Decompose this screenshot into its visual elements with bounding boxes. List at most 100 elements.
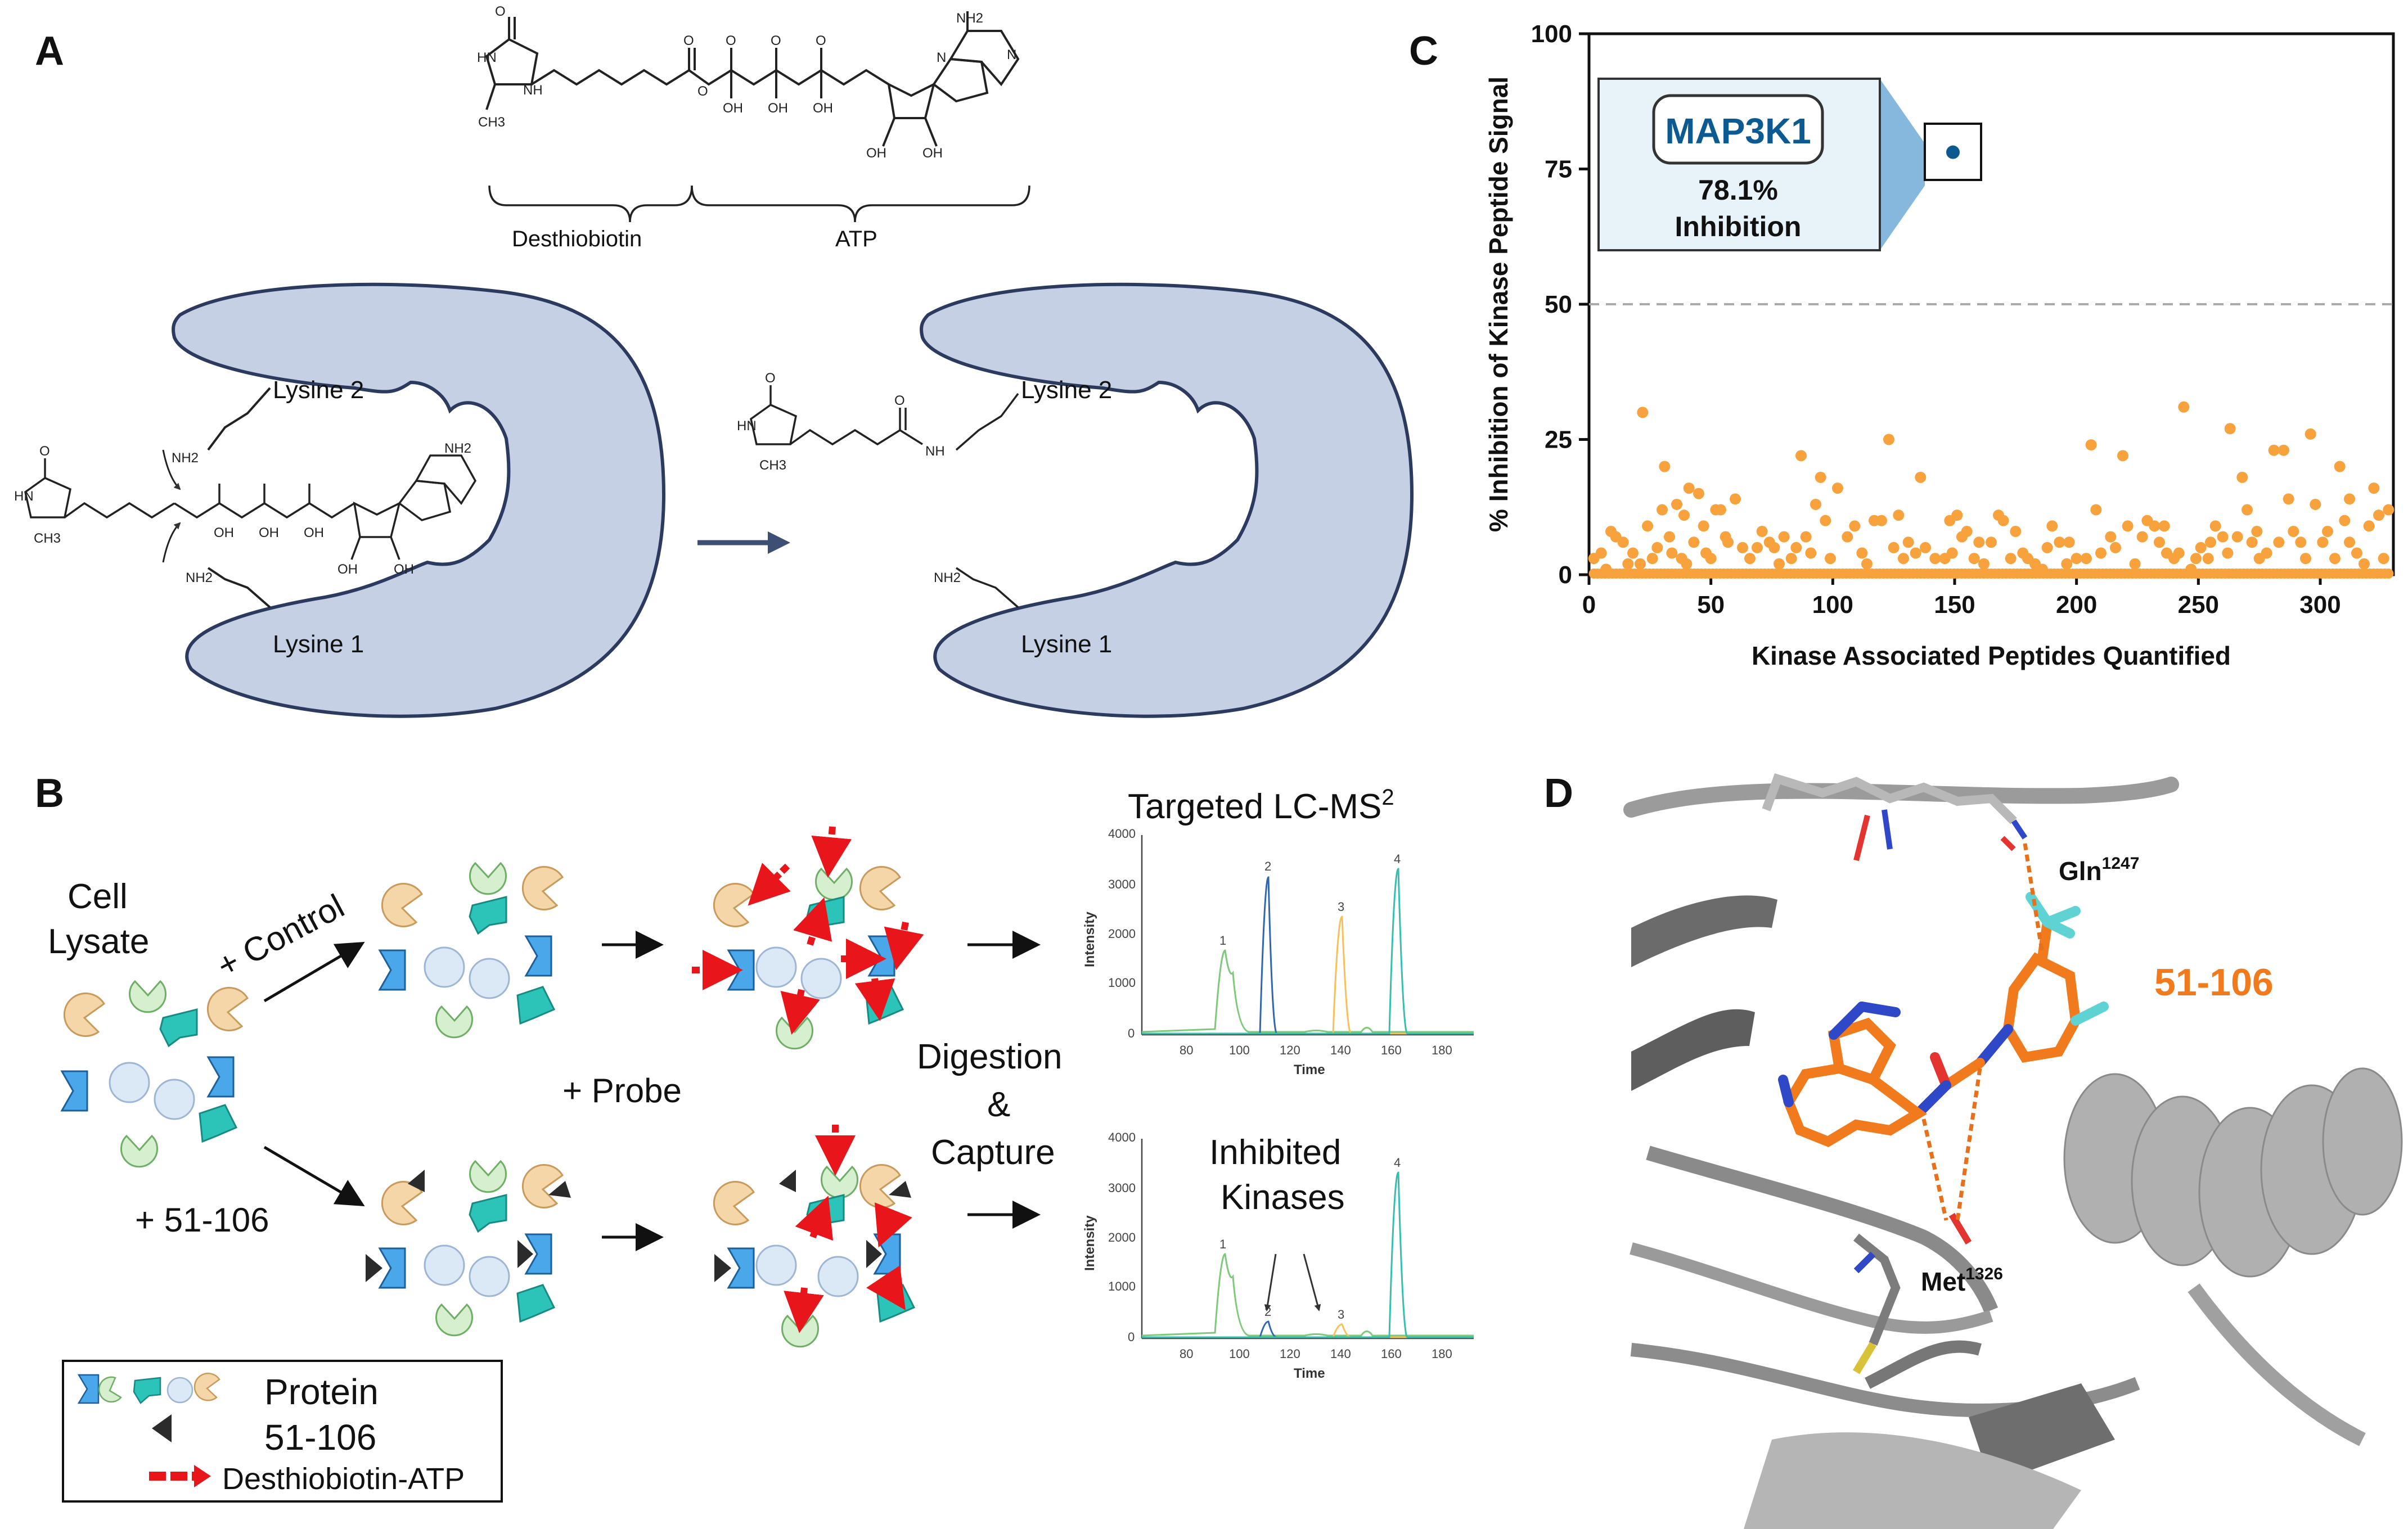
svg-text:NH2: NH2 [444, 441, 471, 456]
svg-text:OH: OH [214, 525, 234, 540]
inhibitor-cluster [366, 1160, 571, 1337]
svg-text:OH: OH [768, 101, 788, 116]
svg-text:2000: 2000 [1108, 1230, 1136, 1244]
y-tick-label: 50 [1545, 291, 1572, 318]
data-point [1978, 558, 1990, 570]
chrom-y-label-2: Intensity [1082, 1215, 1097, 1271]
kinase-protein-right [920, 282, 1414, 718]
data-point [2383, 504, 2395, 516]
data-point [1774, 558, 1785, 570]
svg-text:4000: 4000 [1108, 1130, 1136, 1144]
chrom-y-label: Intensity [1082, 912, 1097, 967]
data-point [2195, 542, 2207, 553]
svg-text:O: O [765, 371, 776, 386]
lysate-protein-cluster [60, 980, 249, 1168]
data-point [2295, 536, 2307, 548]
svg-text:N: N [1007, 47, 1016, 62]
data-point [1737, 542, 1748, 553]
data-point [2190, 553, 2202, 565]
svg-text:NH: NH [523, 83, 543, 98]
svg-text:O: O [894, 393, 905, 408]
nh2-label-1: NH2 [172, 450, 199, 466]
data-point [1790, 542, 1802, 553]
data-point [1617, 536, 1629, 548]
data-point [1778, 531, 1790, 543]
highlight-box [1924, 123, 1982, 181]
protein-structure-render [1623, 770, 2408, 1529]
svg-text:OH: OH [337, 562, 358, 577]
data-point [2231, 531, 2243, 543]
svg-text:3000: 3000 [1108, 877, 1136, 891]
data-point [2054, 536, 2065, 548]
svg-text:120: 120 [1280, 1043, 1300, 1057]
data-point [2236, 471, 2248, 483]
svg-text:3000: 3000 [1108, 1181, 1136, 1195]
data-point [2359, 558, 2370, 570]
svg-text:NH2: NH2 [956, 11, 983, 26]
panel-letter-a: A [35, 29, 64, 74]
data-point [1832, 482, 1843, 494]
data-point [1730, 493, 1741, 505]
data-point [1683, 482, 1695, 494]
data-point [2368, 482, 2380, 494]
data-point [2136, 531, 2148, 543]
inhibitor-label: + 51-106 [135, 1201, 269, 1239]
data-point [2173, 547, 2185, 559]
data-point [2081, 553, 2092, 565]
data-point [1805, 547, 1817, 559]
svg-text:100: 100 [1229, 1043, 1250, 1057]
y-tick-label: 0 [1559, 561, 1572, 589]
labeled-lysine-structure [750, 385, 1019, 608]
compound-51-106-render [1778, 892, 2109, 1148]
svg-text:1: 1 [1219, 1237, 1226, 1251]
data-point [1637, 407, 1649, 418]
data-point [2095, 547, 2107, 559]
panel-b-legend: Protein 51-106 Desthiobiotin-ATP [62, 1360, 503, 1503]
legend-inhibitor-label: 51-106 [264, 1417, 376, 1458]
data-point [1842, 531, 1853, 543]
data-point [2209, 520, 2221, 532]
data-point [1646, 553, 1658, 565]
inhibited-line2: Kinases [1221, 1178, 1345, 1217]
data-point [1795, 450, 1807, 462]
data-point [2251, 526, 2263, 538]
control-label: + Control [211, 887, 350, 985]
svg-text:120: 120 [1280, 1347, 1300, 1361]
data-point [2222, 547, 2234, 559]
probe-control-cluster [692, 826, 924, 1050]
data-point [1705, 553, 1717, 565]
data-point [2378, 553, 2389, 565]
panel-letter-d: D [1544, 771, 1573, 816]
legend-protein-label: Protein [264, 1372, 379, 1412]
svg-text:N: N [937, 50, 946, 65]
data-point [1849, 520, 1861, 532]
nh-amide-label: NH [925, 444, 945, 459]
data-point [1756, 526, 1768, 538]
data-point [1785, 553, 1797, 565]
svg-text:3: 3 [1338, 1307, 1344, 1321]
panel-b: B Cell Lysate + Control + 51-106 + Probe [35, 771, 1474, 1503]
data-point [1915, 471, 1927, 483]
x-axis-label: Kinase Associated Peptides Quantified [1752, 641, 2231, 670]
data-point [1920, 542, 1931, 553]
lcms-title: Targeted LC-MS2 [1128, 785, 1394, 826]
oh-label-2: OH [922, 146, 943, 161]
svg-text:O: O [697, 84, 708, 99]
data-point [2246, 536, 2258, 548]
panel-letter-c: C [1409, 29, 1438, 74]
data-point [1752, 542, 1763, 553]
data-point [2129, 558, 2141, 570]
lysine1-label: Lysine 1 [273, 630, 364, 658]
panel-a: A [14, 4, 1414, 718]
data-point [1678, 509, 1690, 521]
y-tick-label: 75 [1545, 156, 1572, 183]
svg-text:3: 3 [1338, 900, 1344, 914]
data-point [2010, 526, 2022, 538]
data-point [2178, 401, 2190, 413]
cell-lysate-line1: Cell [67, 877, 128, 916]
data-point [2071, 553, 2082, 565]
probe-inhibitor-cluster [713, 1125, 916, 1348]
control-cluster [378, 862, 564, 1039]
